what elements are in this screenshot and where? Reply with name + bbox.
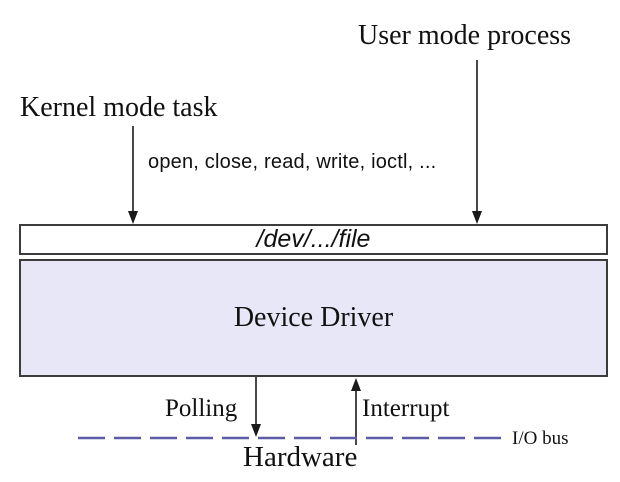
interrupt-arrow xyxy=(351,378,361,445)
user-mode-process-label: User mode process xyxy=(358,20,572,51)
polling-label: Polling xyxy=(165,395,238,422)
user-call-arrow xyxy=(472,60,482,224)
syscalls-label: open, close, read, write, ioctl, ... xyxy=(148,151,437,173)
hardware-label: Hardware xyxy=(243,441,358,473)
dev-file-label: /dev/.../file xyxy=(256,225,371,253)
kernel-call-arrow xyxy=(128,126,138,224)
device-driver-label: Device Driver xyxy=(233,302,394,333)
interrupt-label: Interrupt xyxy=(362,395,450,422)
io-bus-label: I/O bus xyxy=(512,428,569,449)
polling-arrow xyxy=(251,377,261,437)
kernel-mode-task-label: Kernel mode task xyxy=(20,92,218,123)
device-driver-box: Device Driver xyxy=(19,259,608,377)
dev-file-box: /dev/.../file xyxy=(19,224,608,255)
